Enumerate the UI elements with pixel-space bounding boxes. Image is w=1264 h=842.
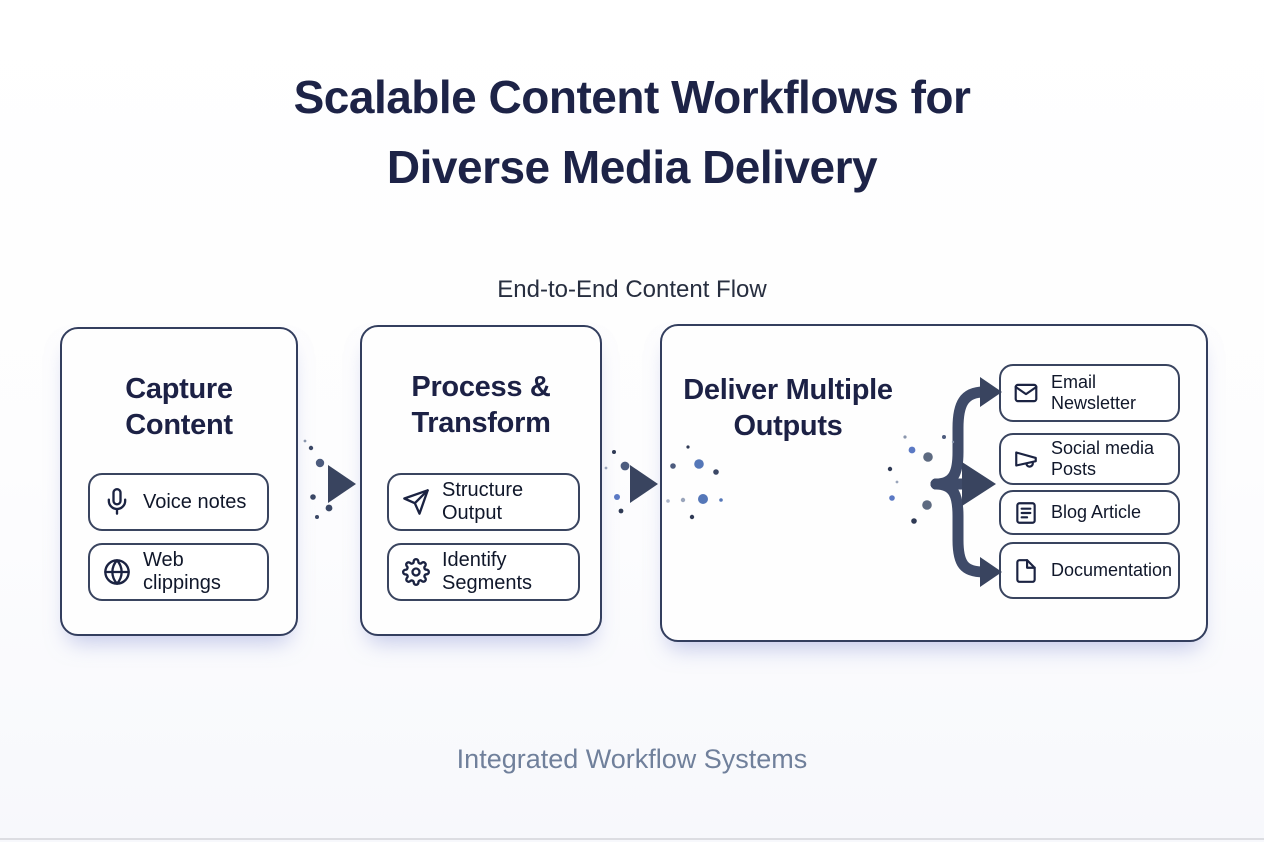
item-structure-output: Structure Output bbox=[387, 473, 580, 531]
article-icon bbox=[1013, 500, 1039, 526]
stage-title-line2: Outputs bbox=[733, 410, 843, 442]
output-label: Email Newsletter bbox=[1051, 372, 1137, 413]
item-label: Identify Segments bbox=[442, 549, 533, 594]
stage-title-line1: Deliver Multiple bbox=[683, 374, 893, 406]
stage-title-line2: Transform bbox=[411, 407, 551, 439]
stage-title-line1: Capture bbox=[125, 373, 233, 405]
mail-icon bbox=[1013, 380, 1039, 406]
page-title-line1: Scalable Content Workflows for bbox=[293, 71, 971, 123]
output-email-newsletter: Email Newsletter bbox=[999, 364, 1180, 422]
megaphone-icon bbox=[1013, 446, 1039, 472]
item-voice-notes: Voice notes bbox=[88, 473, 269, 531]
microphone-icon bbox=[103, 488, 131, 516]
stage-process-transform: Process & Transform Structure Output Ide… bbox=[360, 325, 602, 636]
item-identify-segments: Identify Segments bbox=[387, 543, 580, 601]
item-label: Web clippings bbox=[143, 549, 221, 594]
output-documentation: Documentation bbox=[999, 542, 1180, 599]
item-label: Structure Output bbox=[442, 479, 524, 524]
stage-title-line1: Process & bbox=[411, 371, 551, 403]
output-label: Blog Article bbox=[1051, 502, 1142, 523]
output-social-media-posts: Social media Posts bbox=[999, 433, 1180, 485]
stage-capture-content: Capture Content Voice notes Web bbox=[60, 327, 298, 636]
output-blog-article: Blog Article bbox=[999, 490, 1180, 535]
flow-section-label: End-to-End Content Flow bbox=[497, 276, 767, 303]
page-title-line2: Diverse Media Delivery bbox=[386, 141, 878, 193]
stage-deliver-outputs: Deliver Multiple Outputs Email Newslette… bbox=[660, 324, 1208, 642]
stage-title-line2: Content bbox=[125, 409, 233, 441]
send-icon bbox=[402, 488, 430, 516]
file-icon bbox=[1013, 558, 1039, 584]
output-label: Documentation bbox=[1051, 560, 1173, 581]
arrow-capture-to-process bbox=[299, 465, 356, 503]
arrow-process-to-deliver bbox=[602, 465, 658, 503]
item-web-clippings: Web clippings bbox=[88, 543, 269, 601]
footer-label: Integrated Workflow Systems bbox=[456, 744, 808, 774]
page-title: Scalable Content Workflows for Diverse M… bbox=[0, 62, 1264, 202]
stage-title: Deliver Multiple Outputs bbox=[662, 372, 914, 444]
bottom-divider bbox=[0, 838, 1264, 840]
stage-title: Process & Transform bbox=[362, 369, 600, 441]
output-label: Social media Posts bbox=[1051, 438, 1155, 479]
item-label: Voice notes bbox=[143, 490, 247, 513]
stage-title: Capture Content bbox=[62, 371, 296, 443]
gear-icon bbox=[402, 558, 430, 586]
globe-icon bbox=[103, 558, 131, 586]
